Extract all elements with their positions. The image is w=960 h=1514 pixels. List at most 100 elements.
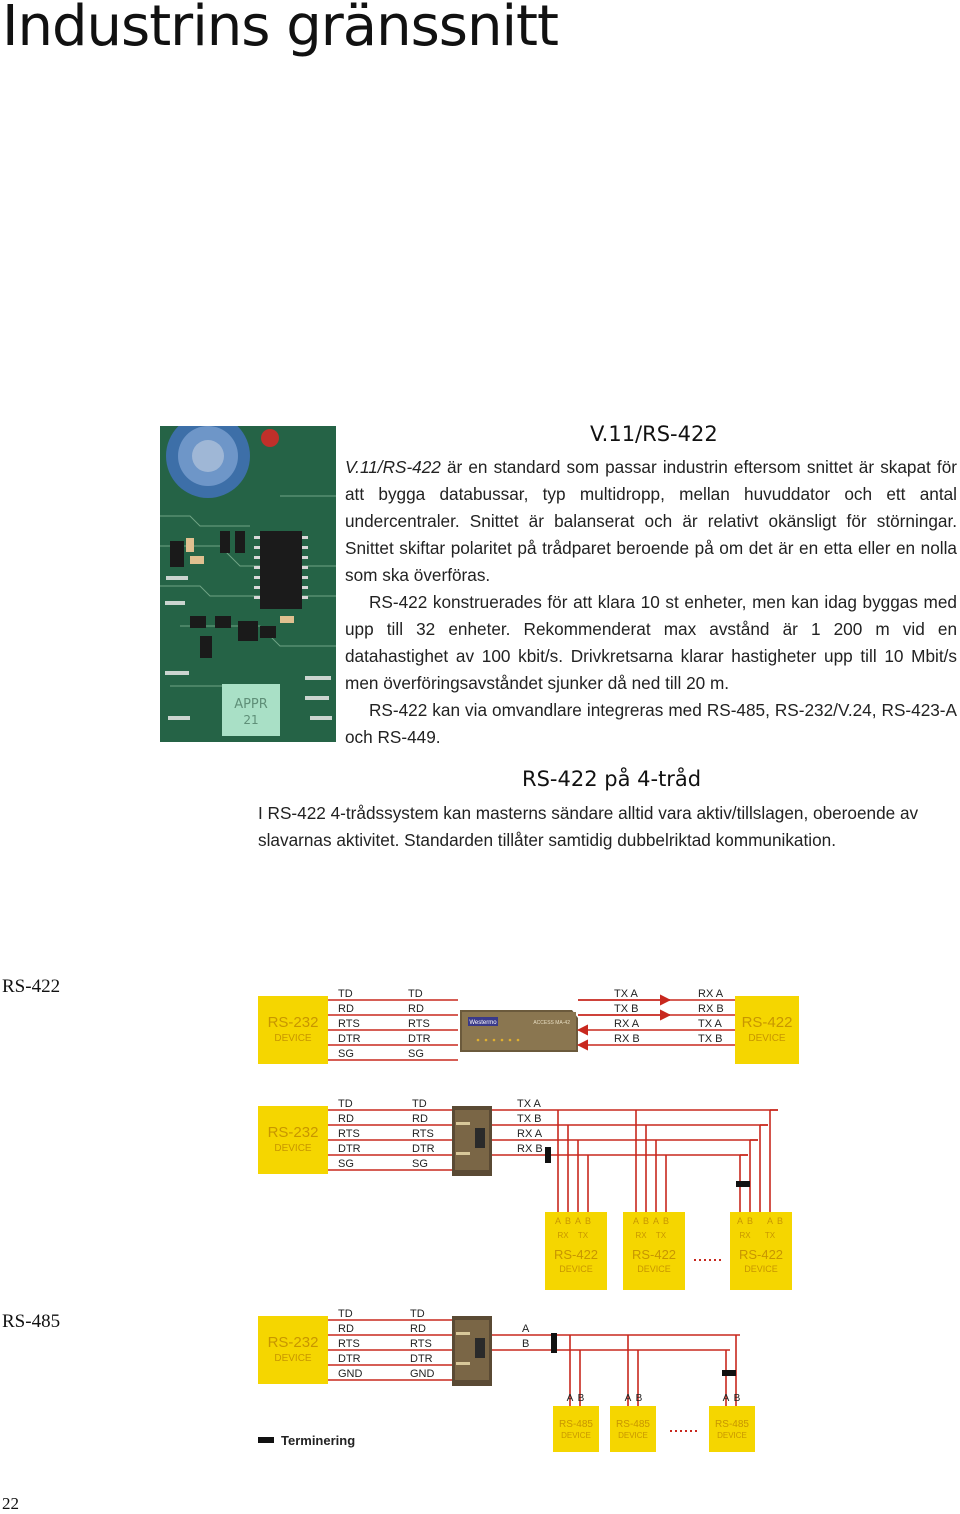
bus-tx-a: TX A xyxy=(517,1098,542,1110)
paragraph-2-text: RS-422 konstruerades för att klara 10 st… xyxy=(345,592,957,693)
rs232-device-box xyxy=(258,996,328,1064)
sig2-td: TD xyxy=(338,1098,353,1110)
sig-dtr-2: DTR xyxy=(408,1033,431,1045)
slave1-b2: B xyxy=(585,1216,591,1226)
sig2-sg-b: SG xyxy=(412,1158,428,1170)
conv-tx-b: TX B xyxy=(614,1003,638,1015)
termination-3 xyxy=(551,1333,557,1353)
slaven-device: DEVICE xyxy=(744,1264,778,1274)
slave1-a1: A xyxy=(555,1216,561,1226)
n2-a: A xyxy=(625,1393,632,1404)
sig3-rd-b: RD xyxy=(410,1323,426,1335)
conv-rx-b: RX B xyxy=(614,1033,640,1045)
slave2-device: DEVICE xyxy=(637,1264,671,1274)
sig3-td-b: TD xyxy=(410,1308,425,1320)
sig2-dtr: DTR xyxy=(338,1143,361,1155)
n2-b: B xyxy=(636,1393,643,1404)
rs232-device-title-2: RS-232 xyxy=(268,1124,319,1141)
slave1-title: RS-422 xyxy=(554,1247,598,1262)
bus-rx-a: RX A xyxy=(517,1128,543,1140)
sig-rd: RD xyxy=(338,1003,354,1015)
termination-legend-icon xyxy=(258,1437,274,1443)
sig3-dtr-b: DTR xyxy=(410,1353,433,1365)
n1-b: B xyxy=(578,1393,585,1404)
n3-b: B xyxy=(734,1393,741,1404)
photo-label-appr: APPR xyxy=(234,697,268,712)
slave1-a2: A xyxy=(575,1216,581,1226)
slave1-tx: TX xyxy=(578,1231,589,1240)
paragraph-2: RS-422 konstruerades för att klara 10 st… xyxy=(345,589,957,697)
rs232-device-title-3: RS-232 xyxy=(268,1334,319,1351)
sig-rd-2: RD xyxy=(408,1003,424,1015)
dev-rx-b: RX B xyxy=(698,1003,724,1015)
slave2-a2: A xyxy=(653,1216,659,1226)
rs422-slave-1: A B A B RX TX RS-422 DEVICE xyxy=(545,1212,607,1290)
sig2-sg: SG xyxy=(338,1158,354,1170)
sig-dtr: DTR xyxy=(338,1033,361,1045)
diagram-rs485: RS-232 DEVICE TD RD RTS DTR GND TD RD RT… xyxy=(258,1308,755,1452)
sig-sg-2: SG xyxy=(408,1048,424,1060)
diagram-rs422-point-to-point: RS-232 DEVICE TD RD RTS DTR SG TD RD RTS… xyxy=(258,988,799,1064)
sig3-rts-b: RTS xyxy=(410,1338,432,1350)
termination-2 xyxy=(736,1181,750,1187)
slave1-device: DEVICE xyxy=(559,1264,593,1274)
bus-rx-b: RX B xyxy=(517,1143,543,1155)
slave1-b1: B xyxy=(565,1216,571,1226)
slaven-b1: B xyxy=(747,1216,753,1226)
rs422-device-box xyxy=(735,996,799,1064)
slaven-tx: TX xyxy=(765,1231,776,1240)
rs485-node-2: RS-485 DEVICE xyxy=(610,1406,656,1452)
page-number: 22 xyxy=(2,1494,19,1513)
section-v11-body: V.11/RS-422 är en standard som passar in… xyxy=(345,454,957,751)
node2-device: DEVICE xyxy=(618,1431,648,1440)
photo-label-number: 21 xyxy=(243,713,258,727)
slaven-rx: RX xyxy=(739,1231,751,1240)
diagram-rs422-multidrop: RS-232 DEVICE TD RD RTS DTR SG TD RD RTS… xyxy=(258,1098,792,1290)
paragraph-1-text: är en standard som passar industrin efte… xyxy=(345,457,957,585)
n3-a: A xyxy=(723,1393,730,1404)
bus485-b: B xyxy=(522,1338,529,1350)
conv-rx-a: RX A xyxy=(614,1018,640,1030)
page-title: Industrins gränssnitt xyxy=(2,0,559,59)
n1-a: A xyxy=(567,1393,574,1404)
section-4wire-body: I RS-422 4-trådssystem kan masterns sänd… xyxy=(258,800,958,854)
bus485-a: A xyxy=(522,1323,530,1335)
dev-tx-a: TX A xyxy=(698,1018,723,1030)
rs232-device-word-2: DEVICE xyxy=(274,1143,312,1154)
sig-rts-2: RTS xyxy=(408,1018,430,1030)
sig2-rts: RTS xyxy=(338,1128,360,1140)
sig3-rts: RTS xyxy=(338,1338,360,1350)
rs232-device-box-3 xyxy=(258,1316,328,1384)
sig2-td-b: TD xyxy=(412,1098,427,1110)
sig2-dtr-b: DTR xyxy=(412,1143,435,1155)
termination-4 xyxy=(722,1370,736,1376)
paragraph-3: RS-422 kan via omvandlare integreras med… xyxy=(345,697,957,751)
sig3-gnd: GND xyxy=(338,1368,363,1380)
termination-legend-label: Terminering xyxy=(281,1433,355,1448)
converter-brand: Westermo xyxy=(469,1020,497,1026)
rs422-slave-n: A B A B RX TX RS-422 DEVICE xyxy=(730,1212,792,1290)
rs422-device-title: RS-422 xyxy=(742,1014,793,1031)
paragraph-3-text: RS-422 kan via omvandlare integreras med… xyxy=(345,700,957,747)
dev-rx-a: RX A xyxy=(698,988,724,1000)
noden-device: DEVICE xyxy=(717,1431,747,1440)
slaven-title: RS-422 xyxy=(739,1247,783,1262)
slaven-a2: A xyxy=(767,1216,773,1226)
sig3-gnd-b: GND xyxy=(410,1368,435,1380)
slaven-a1: A xyxy=(737,1216,743,1226)
sig3-rd: RD xyxy=(338,1323,354,1335)
paragraph-1: V.11/RS-422 är en standard som passar in… xyxy=(345,454,957,589)
label-rs485: RS-485 xyxy=(2,1311,61,1332)
node1-device: DEVICE xyxy=(561,1431,591,1440)
slave2-b2: B xyxy=(663,1216,669,1226)
rs232-device-box-2 xyxy=(258,1106,328,1174)
sig3-dtr: DTR xyxy=(338,1353,361,1365)
wiring-diagram: RS-232 DEVICE TD RD RTS DTR SG TD RD RTS… xyxy=(258,988,799,1452)
circuit-board-photo: APPR 21 xyxy=(160,426,336,742)
converter-model: ACCESS MA-42 xyxy=(533,1020,570,1026)
slave2-a1: A xyxy=(633,1216,639,1226)
rs485-node-1: RS-485 DEVICE xyxy=(553,1406,599,1452)
slave2-rx: RX xyxy=(635,1231,647,1240)
sig3-td: TD xyxy=(338,1308,353,1320)
rs422-slave-2: A B A B RX TX RS-422 DEVICE xyxy=(623,1212,685,1290)
